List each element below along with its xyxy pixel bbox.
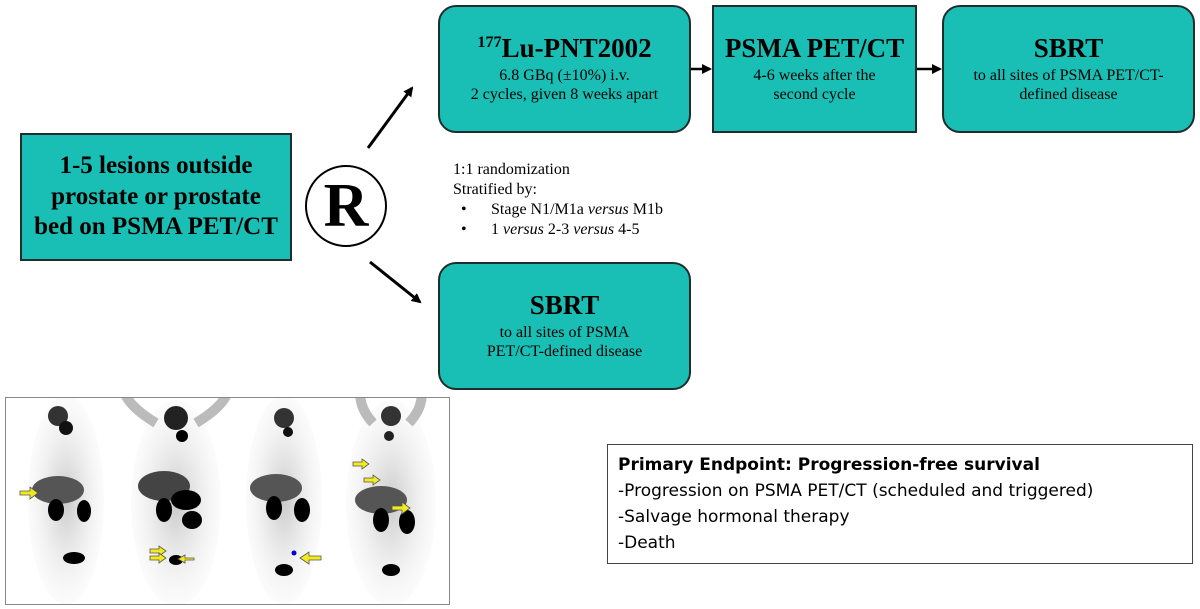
stratified-by-label: Stratified by: bbox=[453, 181, 537, 198]
yellow-arrow-icon bbox=[19, 486, 39, 500]
psma-pet-images-panel bbox=[5, 397, 450, 605]
pet-timing-line-1: 4-6 weeks after the bbox=[753, 66, 876, 84]
yellow-arrow-icon bbox=[352, 458, 370, 470]
pet-scan-1 bbox=[28, 398, 104, 604]
sbrt-arm1-box: SBRT to all sites of PSMA PET/CT- define… bbox=[942, 5, 1195, 133]
entry-line-2: prostate or prostate bbox=[51, 182, 261, 210]
pet-scan-illustration bbox=[19, 398, 436, 604]
yellow-arrow-icon bbox=[363, 474, 381, 486]
sbrt-arm2-title: SBRT bbox=[529, 289, 600, 320]
lu-cycles: 2 cycles, given 8 weeks apart bbox=[470, 86, 659, 104]
primary-endpoint-box: Primary Endpoint: Progression-free survi… bbox=[607, 444, 1193, 564]
yellow-arrow-icon bbox=[391, 501, 411, 515]
sbrt-arm1-title: SBRT bbox=[1033, 32, 1104, 63]
endpoint-item-progression: -Progression on PSMA PET/CT (scheduled a… bbox=[618, 481, 1094, 501]
yellow-arrow-icon bbox=[299, 551, 322, 565]
stratification-list: Stage N1/M1a versus M1b 1 versus 2-3 ver… bbox=[453, 200, 663, 240]
lesion-arrows bbox=[19, 458, 411, 565]
pet-scan-3 bbox=[246, 398, 322, 604]
endpoint-item-salvage: -Salvage hormonal therapy bbox=[618, 507, 850, 527]
yellow-arrow-icon bbox=[177, 554, 195, 564]
psma-pet-ct-box: PSMA PET/CT 4-6 weeks after the second c… bbox=[712, 5, 917, 133]
arrow-to-sbrt-arm2 bbox=[369, 260, 422, 304]
randomization-symbol: R bbox=[305, 165, 387, 247]
entry-criteria-box: 1-5 lesions outside prostate or prostate… bbox=[20, 133, 292, 261]
yellow-arrow-icon bbox=[149, 545, 167, 557]
randomization-text: 1:1 randomization Stratified by: Stage N… bbox=[453, 160, 663, 240]
sbrt-arm2-line-2: PET/CT-defined disease bbox=[486, 343, 643, 361]
entry-line-1: 1-5 lesions outside bbox=[59, 152, 253, 180]
yellow-arrow-icon bbox=[149, 552, 167, 564]
sbrt-arm1-line-1: to all sites of PSMA PET/CT- bbox=[973, 66, 1164, 84]
pet-timing-line-2: second cycle bbox=[773, 86, 856, 104]
pet-scan-4 bbox=[346, 398, 436, 604]
arrow-to-lu-pnt2002 bbox=[366, 86, 414, 149]
psma-pet-ct-title: PSMA PET/CT bbox=[724, 32, 905, 63]
sbrt-arm2-box: SBRT to all sites of PSMA PET/CT-defined… bbox=[438, 262, 691, 390]
sbrt-arm2-line-1: to all sites of PSMA bbox=[499, 323, 630, 341]
stratification-item-lesions: 1 versus 2-3 versus 4-5 bbox=[453, 220, 663, 240]
stratification-item-stage: Stage N1/M1a versus M1b bbox=[453, 200, 663, 220]
sbrt-arm1-line-2: defined disease bbox=[1019, 86, 1118, 104]
endpoint-item-death: -Death bbox=[618, 533, 676, 553]
primary-endpoint-title: Primary Endpoint: Progression-free survi… bbox=[618, 455, 1040, 475]
lu-pnt2002-title: 177Lu-PNT2002 bbox=[477, 32, 652, 63]
pet-scan-2 bbox=[121, 398, 231, 604]
lu-dose: 6.8 GBq (±10%) i.v. bbox=[499, 66, 630, 84]
randomization-ratio: 1:1 randomization bbox=[453, 161, 570, 178]
entry-line-3: bed on PSMA PET/CT bbox=[34, 213, 278, 241]
lu-pnt2002-box: 177Lu-PNT2002 6.8 GBq (±10%) i.v. 2 cycl… bbox=[438, 5, 691, 133]
